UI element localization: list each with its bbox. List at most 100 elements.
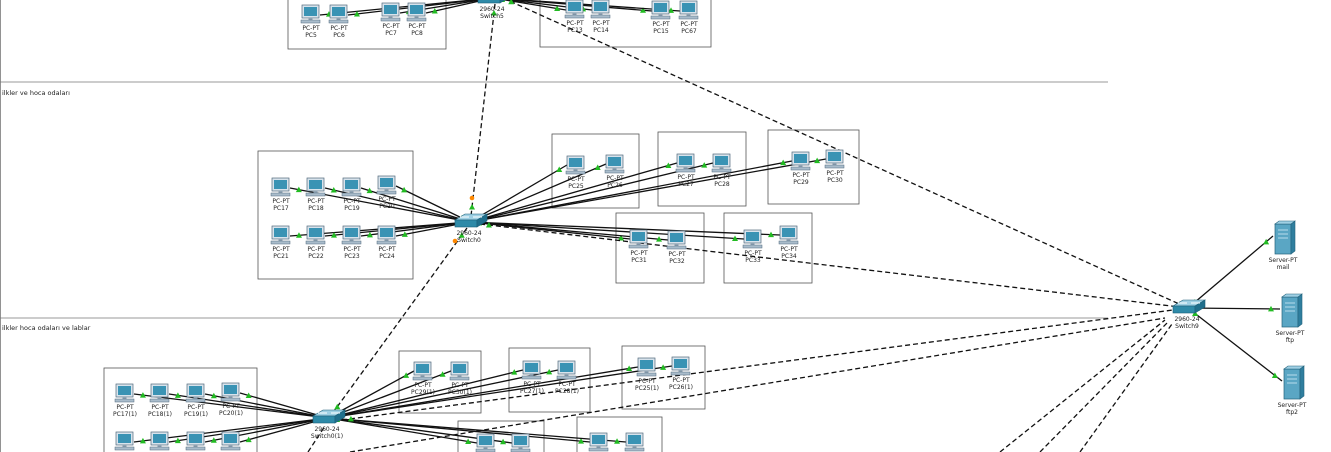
- link-pc-b8[interactable]: [327, 417, 627, 443]
- link-pc29[interactable]: [469, 160, 793, 223]
- link-pc20[interactable]: [395, 185, 471, 223]
- pc-node[interactable]: [220, 431, 241, 451]
- uplink-switch0-switch0-1[interactable]: [331, 227, 468, 415]
- link-pc28-1[interactable]: [327, 369, 559, 419]
- pc-icon: [521, 360, 542, 380]
- room-group-box[interactable]: [767, 129, 860, 205]
- area-label[interactable]: ilkler hoca odaları ve lablar: [2, 324, 91, 332]
- link-pc33[interactable]: [469, 221, 745, 240]
- link-pc67[interactable]: [493, 0, 681, 12]
- uplink-offscreen-a[interactable]: [999, 319, 1166, 452]
- link-pc26[interactable]: [469, 163, 607, 223]
- room-group-box[interactable]: [539, 0, 712, 48]
- room-group-box[interactable]: [551, 133, 640, 209]
- link-pc-b5[interactable]: [327, 417, 478, 444]
- room-group-box[interactable]: [103, 367, 258, 452]
- pc-node[interactable]: [624, 432, 645, 452]
- link-pc28[interactable]: [469, 162, 714, 223]
- link-pc25-1[interactable]: [327, 366, 639, 419]
- room-group-box[interactable]: [615, 212, 705, 284]
- room-group-box[interactable]: [657, 131, 747, 207]
- link-server-mail[interactable]: [1187, 235, 1274, 309]
- uplink-lower-switch9[interactable]: [349, 317, 1166, 452]
- link-pc13[interactable]: [493, 0, 567, 11]
- pc-node[interactable]: [475, 433, 496, 452]
- room-group-box[interactable]: [457, 420, 545, 452]
- link-server-ftp2[interactable]: [1187, 307, 1283, 382]
- pc-node[interactable]: [588, 432, 609, 452]
- uplink-offscreen-c[interactable]: [1079, 323, 1173, 452]
- uplink-switch5-switch0[interactable]: [470, 3, 496, 217]
- link-pc25[interactable]: [469, 164, 568, 223]
- pc-name-label: PC28: [714, 181, 730, 188]
- room-group-box[interactable]: [287, 0, 447, 50]
- link-pc26-1[interactable]: [327, 365, 673, 419]
- pc-node[interactable]: [114, 431, 135, 451]
- link-pc34[interactable]: [469, 221, 781, 236]
- room-group-box[interactable]: [723, 212, 813, 284]
- uplink-switch5-switch9[interactable]: [503, 0, 1189, 309]
- uplink-offscreen-b[interactable]: [1039, 321, 1169, 452]
- link-pc20-1[interactable]: [239, 392, 329, 419]
- room-group-box[interactable]: [257, 150, 414, 280]
- link-pc27[interactable]: [469, 162, 678, 223]
- link-pc27-1[interactable]: [327, 369, 524, 419]
- pc-node[interactable]: [185, 431, 206, 451]
- uplink-switch0-1-switch9[interactable]: [341, 307, 1189, 421]
- room-group-box[interactable]: [398, 350, 482, 414]
- link-pc17-1[interactable]: [133, 393, 329, 419]
- room-group-box[interactable]: [621, 345, 706, 410]
- room-group-box[interactable]: [576, 416, 663, 452]
- area-label[interactable]: ilkler ve hoca odaları: [2, 89, 70, 97]
- uplink-offscreen-d[interactable]: [307, 425, 326, 452]
- link-pc30[interactable]: [469, 158, 827, 223]
- pc-node[interactable]: [149, 431, 170, 451]
- uplink-switch0-switch9[interactable]: [479, 223, 1189, 309]
- pc-node[interactable]: [510, 433, 531, 452]
